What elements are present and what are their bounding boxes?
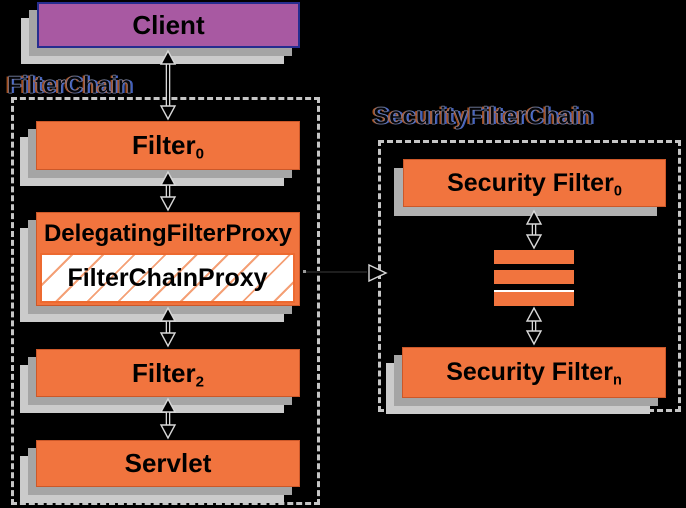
- filterchain-container: [11, 97, 320, 505]
- filter0-subscript: 0: [195, 145, 204, 163]
- security-filtern-label: Security Filtern: [446, 358, 622, 389]
- client-label: Client: [132, 9, 205, 40]
- filter-chain-proxy-label: FilterChainProxy: [67, 263, 268, 292]
- filter2-subscript: 2: [195, 373, 204, 391]
- filter-chain-proxy-box: FilterChainProxy: [40, 253, 295, 303]
- delegating-filter-proxy-box: DelegatingFilterProxy FilterChainProxy: [36, 212, 300, 306]
- filterchain-title: FilterChain: [7, 72, 133, 100]
- security-filter-stack-bar: [494, 270, 574, 284]
- servlet-label: Servlet: [124, 448, 212, 478]
- security-filtern-subscript: n: [612, 372, 622, 389]
- security-filter-stack-bar: [494, 290, 574, 306]
- security-filter0-label: Security Filter0: [447, 168, 622, 199]
- security-filter0-box: Security Filter0: [403, 159, 666, 207]
- securityfilterchain-title: SecurityFilterChain: [373, 103, 594, 131]
- filter2-box: Filter2: [36, 349, 300, 397]
- filter0-label: Filter0: [132, 130, 204, 163]
- security-filter-stack-bar: [494, 250, 574, 264]
- security-filter0-subscript: 0: [613, 182, 622, 199]
- delegating-filter-proxy-label: DelegatingFilterProxy: [43, 220, 293, 247]
- client-box: Client: [37, 2, 300, 48]
- filter0-box: Filter0: [36, 121, 300, 170]
- filter2-label: Filter2: [132, 357, 204, 391]
- security-filtern-box: Security Filtern: [402, 347, 666, 398]
- servlet-box: Servlet: [36, 440, 300, 487]
